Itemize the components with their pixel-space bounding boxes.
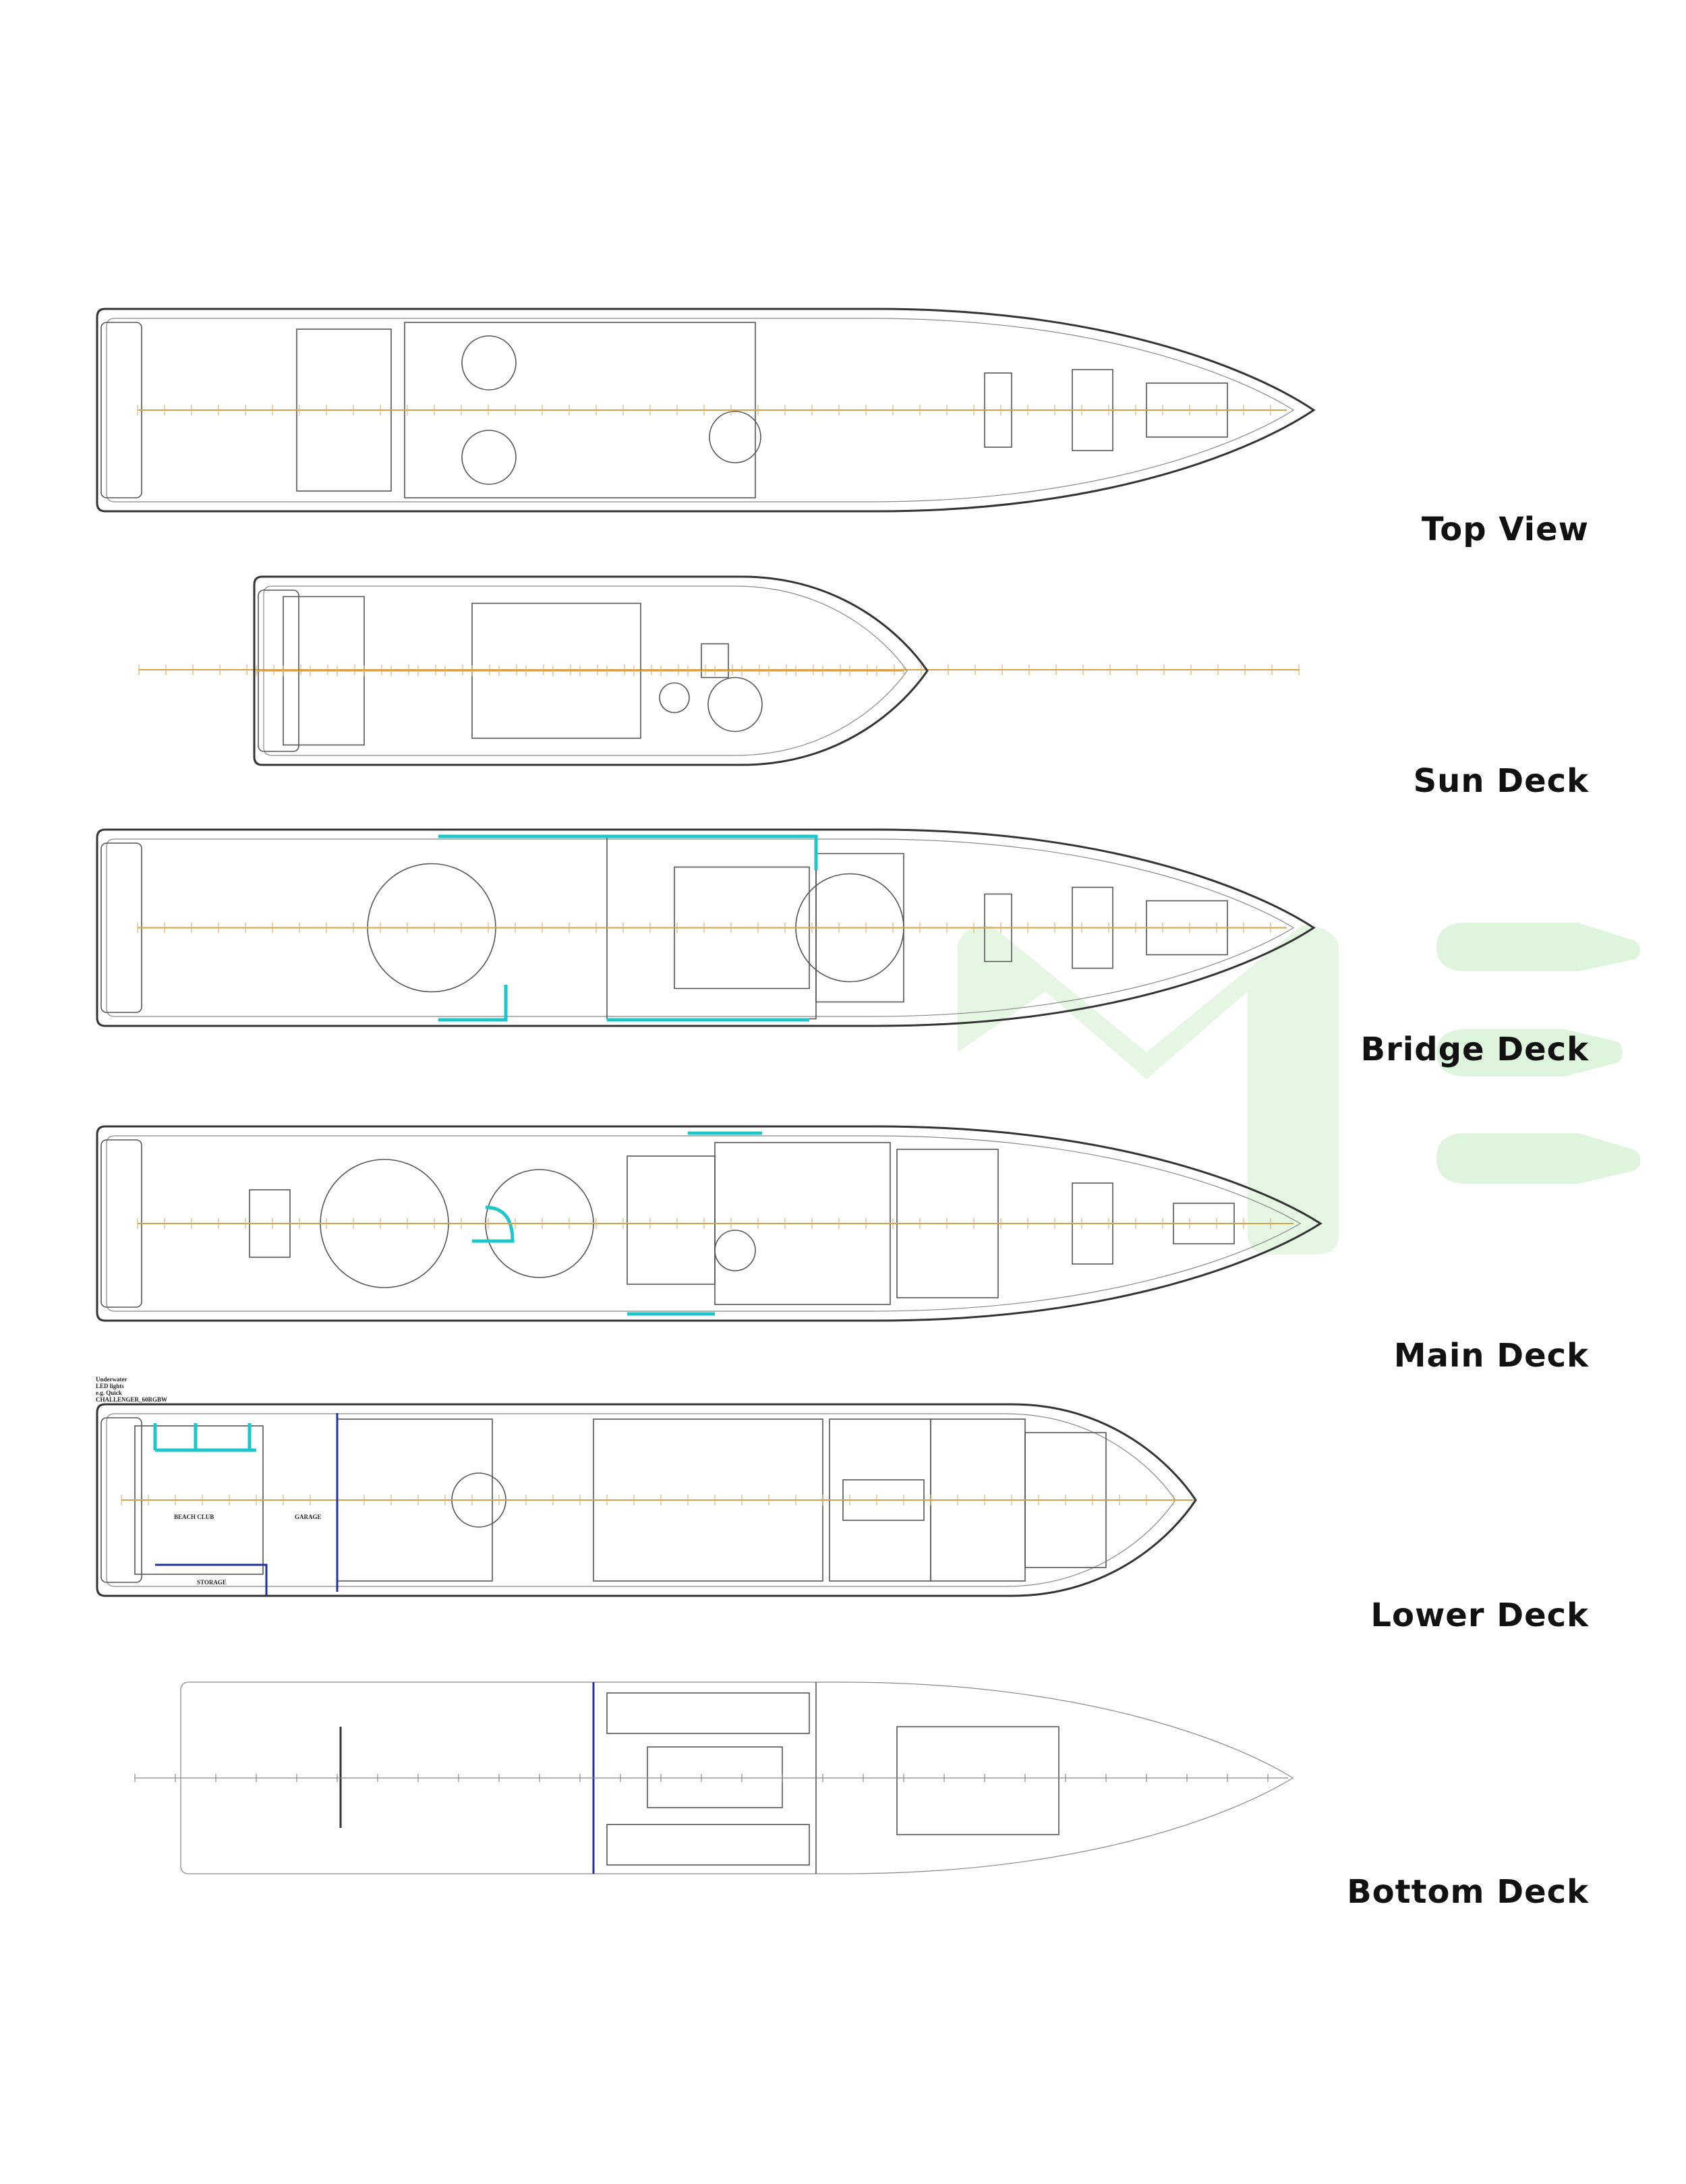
hull-outline bbox=[180, 1682, 1294, 1874]
room bbox=[627, 1155, 716, 1285]
hull-outline bbox=[96, 828, 1316, 1027]
storage-label: STORAGE bbox=[197, 1579, 227, 1586]
hull-inner-line bbox=[106, 838, 1295, 1017]
note-line: LED lights bbox=[96, 1383, 124, 1389]
hull-outline bbox=[96, 1403, 1197, 1597]
watermark-logo bbox=[958, 923, 1641, 1255]
room bbox=[896, 1726, 1059, 1835]
room bbox=[701, 643, 729, 679]
note-line: e.g. Quick bbox=[96, 1389, 122, 1396]
stern-platform bbox=[100, 842, 142, 1013]
round-feature bbox=[461, 430, 517, 485]
deck-label-top-view: Top View bbox=[1421, 511, 1589, 548]
stern-platform bbox=[100, 322, 142, 498]
room bbox=[606, 1692, 810, 1734]
lower-deck-note: Underwater LED lights e.g. Quick CHALLEN… bbox=[96, 1376, 167, 1403]
sun-deck-plan bbox=[253, 575, 929, 766]
top-view-plan bbox=[96, 308, 1316, 513]
round-feature bbox=[659, 682, 690, 714]
bridge-deck-plan bbox=[96, 828, 1316, 1027]
note-line: CHALLENGER_60RGBW bbox=[96, 1396, 168, 1403]
hull-outline bbox=[96, 1125, 1322, 1322]
round-feature bbox=[714, 1230, 756, 1271]
deck-label-lower-deck: Lower Deck bbox=[1370, 1597, 1589, 1634]
round-feature bbox=[461, 335, 517, 391]
deck-label-main-deck: Main Deck bbox=[1393, 1337, 1589, 1375]
storage-partition bbox=[155, 1563, 268, 1596]
garage-label: GARAGE bbox=[295, 1514, 322, 1520]
deck-label-bottom-deck: Bottom Deck bbox=[1347, 1873, 1589, 1911]
glass-partition bbox=[803, 834, 818, 870]
room bbox=[606, 1824, 810, 1866]
stern-platform bbox=[100, 1139, 142, 1308]
bottom-deck-plan bbox=[134, 1682, 1294, 1874]
round-feature bbox=[707, 677, 763, 732]
glass-partition bbox=[438, 985, 508, 1022]
hull-inner-line bbox=[106, 1135, 1302, 1312]
room bbox=[647, 1746, 783, 1808]
round-feature bbox=[709, 411, 761, 463]
note-line: Underwater bbox=[96, 1376, 127, 1383]
lower-deck-plan bbox=[96, 1403, 1197, 1597]
deck-label-bridge-deck: Bridge Deck bbox=[1360, 1031, 1589, 1068]
beach-club-label: BEACH CLUB bbox=[174, 1514, 214, 1520]
hull-inner-line bbox=[106, 318, 1295, 502]
deck-label-sun-deck: Sun Deck bbox=[1413, 762, 1589, 800]
hull-inner-line bbox=[263, 585, 908, 756]
hull-outline bbox=[96, 308, 1316, 513]
glass-partition bbox=[472, 1205, 515, 1243]
hull-outline bbox=[253, 575, 929, 766]
main-deck-plan bbox=[96, 1125, 1322, 1322]
